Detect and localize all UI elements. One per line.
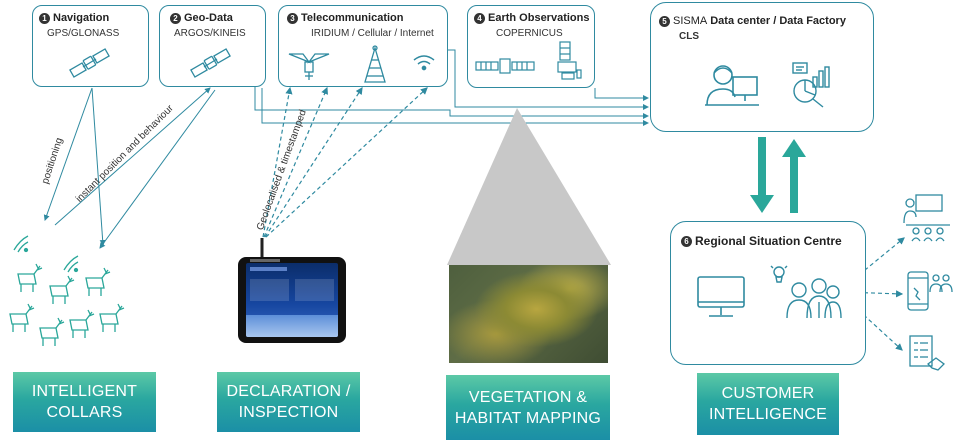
positioning-arrow-1 — [43, 87, 93, 221]
navigation-title: 1 Navigation — [39, 12, 109, 24]
wifi-icon — [413, 55, 435, 71]
rsc-to-report — [842, 295, 903, 351]
geo-data-box: 2 Geo-Data ARGOS/KINEIS — [159, 5, 266, 87]
rugged-tablet-icon — [238, 257, 346, 343]
sentinel-satellite-icon — [557, 41, 582, 80]
step-number: 4 — [474, 12, 485, 24]
observation-cone — [447, 108, 611, 265]
vegetation-line-1: VEGETATION & — [468, 388, 588, 406]
navigation-label: Navigation — [53, 12, 110, 24]
customer-line-1: CUSTOMER — [721, 385, 815, 402]
instant-position-arrow-down — [99, 89, 216, 249]
cell-tower-icon — [364, 45, 386, 83]
telecommunication-title: 3 Telecommunication — [287, 12, 403, 24]
vegetation-habitat-mapping-label: VEGETATION & HABITAT MAPPING — [446, 375, 610, 440]
declaration-line-2: INSPECTION — [238, 404, 339, 421]
satellite-icon — [69, 48, 110, 78]
exchange-arrows — [750, 137, 806, 213]
reindeer-herd-icon — [9, 235, 125, 346]
geo-data-title: 2 Geo-Data — [170, 12, 233, 24]
geo-to-datacenter — [254, 87, 649, 119]
data-center-title-main: Data center / Data Factory — [710, 15, 846, 27]
team-icon — [770, 265, 842, 319]
earth-observations-subtitle: COPERNICUS — [496, 28, 563, 39]
step-number: 1 — [39, 12, 50, 24]
tablet-link-2 — [263, 86, 328, 238]
navigation-subtitle: GPS/GLONASS — [47, 28, 120, 39]
geo-data-label: Geo-Data — [184, 12, 233, 24]
earth-observations-title: 4 Earth Observations — [474, 12, 589, 24]
tablet-link-3 — [264, 86, 363, 238]
data-analytics-icon — [792, 62, 830, 108]
customer-line-2: INTELLIGENCE — [709, 406, 827, 423]
mobile-alert-icon — [907, 271, 953, 311]
earth-observations-box: 4 Earth Observations COPERNICUS — [467, 5, 595, 88]
regional-situation-centre-box: 6 Regional Situation Centre — [670, 221, 866, 365]
data-center-subtitle: CLS — [679, 31, 699, 42]
data-center-box: 5 SISMA Data center / Data Factory CLS — [650, 2, 874, 132]
telecommunication-box: 3 Telecommunication IRIDIUM / Cellular /… — [278, 5, 448, 87]
customer-intelligence-label: CUSTOMER INTELLIGENCE — [697, 373, 839, 435]
meeting-icon — [903, 194, 950, 242]
earth-observation-satellite-icon — [475, 58, 535, 74]
satellite-icon — [190, 48, 231, 78]
regional-situation-centre-label: Regional Situation Centre — [695, 234, 842, 248]
step-number: 3 — [287, 12, 298, 24]
collars-line-2: COLLARS — [46, 404, 123, 421]
vegetation-line-2: HABITAT MAPPING — [454, 409, 602, 427]
step-number: 5 — [659, 15, 670, 27]
declaration-line-1: DECLARATION / — [226, 383, 351, 400]
positioning-arrow-2 — [91, 87, 106, 246]
vegetation-map-image — [449, 265, 608, 363]
regional-situation-centre-title: 6 Regional Situation Centre — [681, 234, 842, 248]
declaration-inspection-label: DECLARATION / INSPECTION — [217, 372, 360, 432]
rsc-to-meeting — [842, 237, 905, 289]
tablet-link-1 — [262, 86, 293, 238]
tele-to-datacenter — [445, 49, 649, 110]
monitor-icon — [697, 276, 745, 317]
eo-to-datacenter — [594, 88, 649, 101]
telecommunication-label: Telecommunication — [301, 12, 404, 24]
tablet-brand-mark — [250, 259, 280, 262]
report-handshake-icon — [909, 335, 945, 371]
navigation-box: 1 Navigation GPS/GLONASS — [32, 5, 149, 87]
intelligent-collars-label: INTELLIGENT COLLARS — [13, 372, 156, 432]
iridium-satellite-icon — [288, 53, 330, 80]
step-number: 2 — [170, 12, 181, 24]
collars-line-1: INTELLIGENT — [31, 383, 138, 400]
operator-at-computer-icon — [705, 65, 759, 106]
instant-position-arrow-up — [54, 87, 211, 226]
geo-data-subtitle: ARGOS/KINEIS — [174, 28, 246, 39]
tablet-link-4 — [265, 87, 428, 238]
data-center-title: 5 SISMA Data center / Data Factory — [659, 15, 846, 27]
earth-observations-label: Earth Observations — [488, 12, 590, 24]
step-number: 6 — [681, 235, 692, 247]
telecommunication-subtitle: IRIDIUM / Cellular / Internet — [311, 28, 434, 39]
tablet-screen — [246, 263, 338, 337]
data-center-title-prefix: SISMA — [673, 15, 708, 27]
